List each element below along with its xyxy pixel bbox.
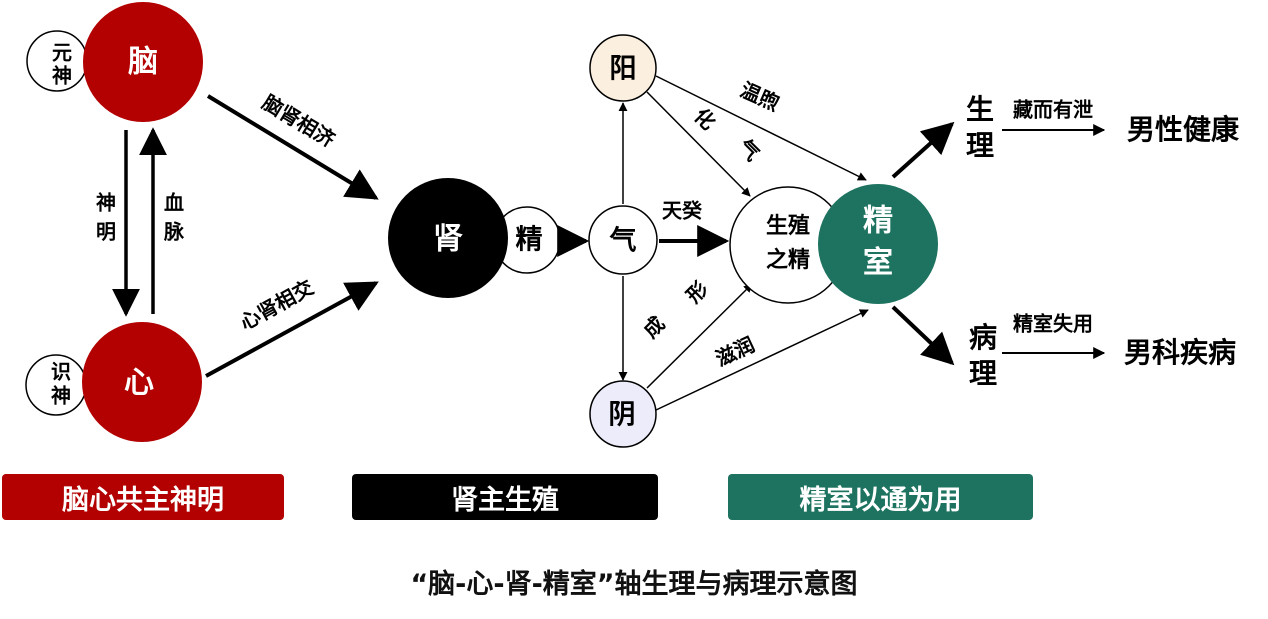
jingshi-label-1: 精 [863, 204, 893, 239]
huaqi-label-1: 化 [689, 103, 720, 134]
xuemai-label-2: 脉 [163, 220, 185, 244]
nao-label: 脑 [128, 45, 158, 80]
wenxu-label: 温煦 [737, 78, 783, 116]
yang-to-shengzhi-arrow [646, 91, 751, 197]
yang-circle [589, 34, 657, 102]
yuanshen-label-1: 元 [52, 41, 72, 65]
banner-red: 脑心共主神明 [2, 474, 284, 520]
bingli-label-1: 病 [969, 321, 997, 354]
shishen-label-2: 神 [51, 384, 71, 408]
yin-label: 阴 [609, 400, 636, 431]
chengxing-label-2: 形 [681, 276, 712, 307]
figure-caption: “脑-心-肾-精室”轴生理与病理示意图 [410, 569, 858, 600]
yuanshen-label-2: 神 [52, 64, 72, 88]
to-bingli-arrow [891, 305, 955, 366]
naoshen-label: 脑肾相济 [258, 90, 340, 152]
male-disease-label: 男科疾病 [1124, 336, 1236, 369]
shenming-label-2: 明 [96, 220, 116, 244]
xinshen-label: 心肾相交 [236, 275, 318, 335]
shen-label: 肾 [433, 222, 463, 257]
qi-label: 气 [609, 226, 637, 257]
shiyong-label: 精室失用 [1013, 312, 1093, 336]
qi-circle [588, 205, 658, 275]
to-shengli-arrow [891, 121, 955, 179]
banner-black: 肾主生殖 [352, 474, 658, 520]
xin-label: 心 [124, 366, 154, 401]
banner-green: 精室以通为用 [728, 474, 1033, 520]
chengxing-label-1: 成 [638, 311, 669, 342]
bingli-label-2: 理 [969, 357, 997, 390]
yang-label: 阳 [610, 54, 637, 85]
yin-circle [589, 380, 657, 448]
male-health-label: 男性健康 [1127, 113, 1240, 146]
xin-circle [82, 322, 202, 442]
shengzhi-label-1: 生殖 [766, 213, 810, 239]
jingshi-label-2: 室 [863, 246, 893, 281]
canger-label: 藏而有泄 [1013, 98, 1093, 122]
shishen-label-1: 识 [51, 360, 71, 384]
huaqi-label-2: 气 [733, 134, 765, 166]
yang-to-jingshi-arrow [655, 75, 867, 181]
shen-circle [388, 178, 508, 298]
nao-circle [83, 2, 203, 122]
xinshen-arrow [205, 281, 379, 378]
tiangui-label: 天癸 [662, 199, 703, 223]
xuemai-label-1: 血 [164, 191, 184, 215]
shengzhi-label-2: 之精 [766, 247, 810, 273]
jingshi-circle [818, 184, 938, 304]
shengli-label-1: 生 [966, 93, 994, 126]
naoshen-arrow [206, 94, 379, 200]
yin-to-jingshi-arrow [655, 309, 869, 411]
jing-label: 精 [516, 225, 543, 256]
shengli-label-2: 理 [966, 129, 994, 162]
yin-to-shengzhi-arrow [646, 283, 753, 389]
shenming-label-1: 神 [96, 191, 116, 215]
